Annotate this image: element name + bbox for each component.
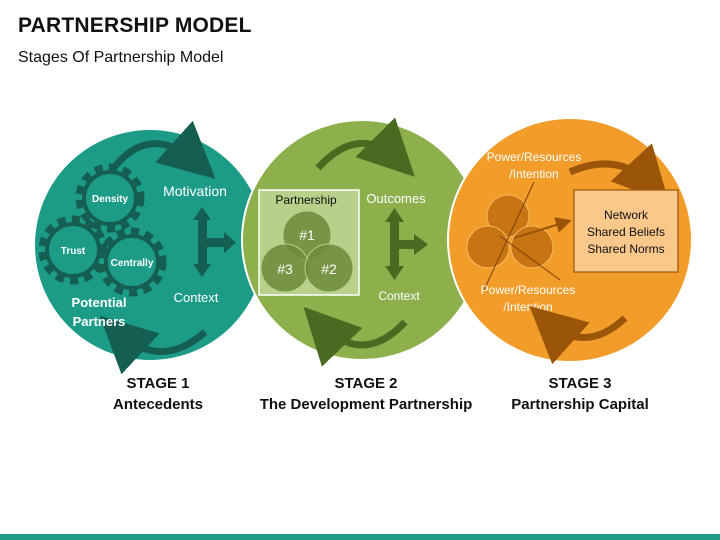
gear-density: Density [75, 163, 145, 233]
stage3-to-box-arrow [513, 217, 572, 239]
stage3-bottom-line2: /Intention [503, 300, 552, 314]
network-box [573, 189, 679, 273]
stage1-label-name: Antecedents [112, 396, 204, 413]
stage3-label-number: STAGE 3 [548, 375, 612, 392]
stage3-top-line2: /Intention [509, 167, 558, 181]
stage1-motivation-text: Motivation [163, 183, 227, 199]
partnership-venn [260, 210, 354, 293]
potential-partners-line2: Partners [73, 314, 126, 329]
stage2-branch-arrow [385, 208, 428, 280]
stage3-venn-lines [483, 181, 561, 291]
network-box-line1: Network [604, 208, 649, 222]
potential-partners-line1: Potential [72, 295, 127, 310]
gear-label-centrally: Centrally [111, 258, 154, 269]
footer-accent-bar [0, 534, 720, 540]
gear-label-trust: Trust [61, 246, 86, 257]
stage2-label: STAGE 2 The Development Partnership [236, 373, 496, 415]
stage3-top-line1: Power/Resources [487, 150, 582, 164]
venn-label-2: #2 [321, 261, 337, 277]
gear-label-density: Density [92, 194, 129, 205]
stage1-context-text: Context [174, 290, 219, 305]
venn-label-1: #1 [299, 227, 315, 243]
stage3-label-name: Partnership Capital [511, 396, 649, 413]
stage2-bottom-cycle-arrow [303, 306, 408, 367]
network-box-line3: Shared Norms [587, 242, 664, 256]
stage1-branch-arrow [193, 207, 236, 277]
stage1-bottom-cycle-arrow [99, 315, 208, 375]
stage2-label-name: The Development Partnership [259, 396, 473, 413]
page-subtitle: Stages Of Partnership Model [18, 49, 224, 66]
stage1-top-cycle-arrow [109, 120, 216, 180]
network-box-line2: Shared Beliefs [587, 225, 665, 239]
stage3-top-cycle-arrow [568, 143, 670, 204]
stage3-label: STAGE 3 Partnership Capital [450, 373, 710, 415]
stage2-label-number: STAGE 2 [334, 375, 398, 392]
venn-label-3: #3 [277, 261, 293, 277]
stage3-bottom-cycle-arrow [529, 305, 628, 365]
stage2-context-text: Context [378, 289, 420, 303]
partnership-box-title: Partnership [275, 193, 337, 207]
page-title: PARTNERSHIP MODEL [18, 14, 252, 37]
stage1-label-number: STAGE 1 [126, 375, 190, 392]
gear-centrally: Centrally [97, 227, 167, 297]
stage3-bottom-line1: Power/Resources [481, 283, 576, 297]
stage1-label: STAGE 1 Antecedents [28, 373, 288, 415]
stage2-top-cycle-arrow [315, 117, 415, 177]
stage2-outcomes-text: Outcomes [366, 191, 426, 206]
